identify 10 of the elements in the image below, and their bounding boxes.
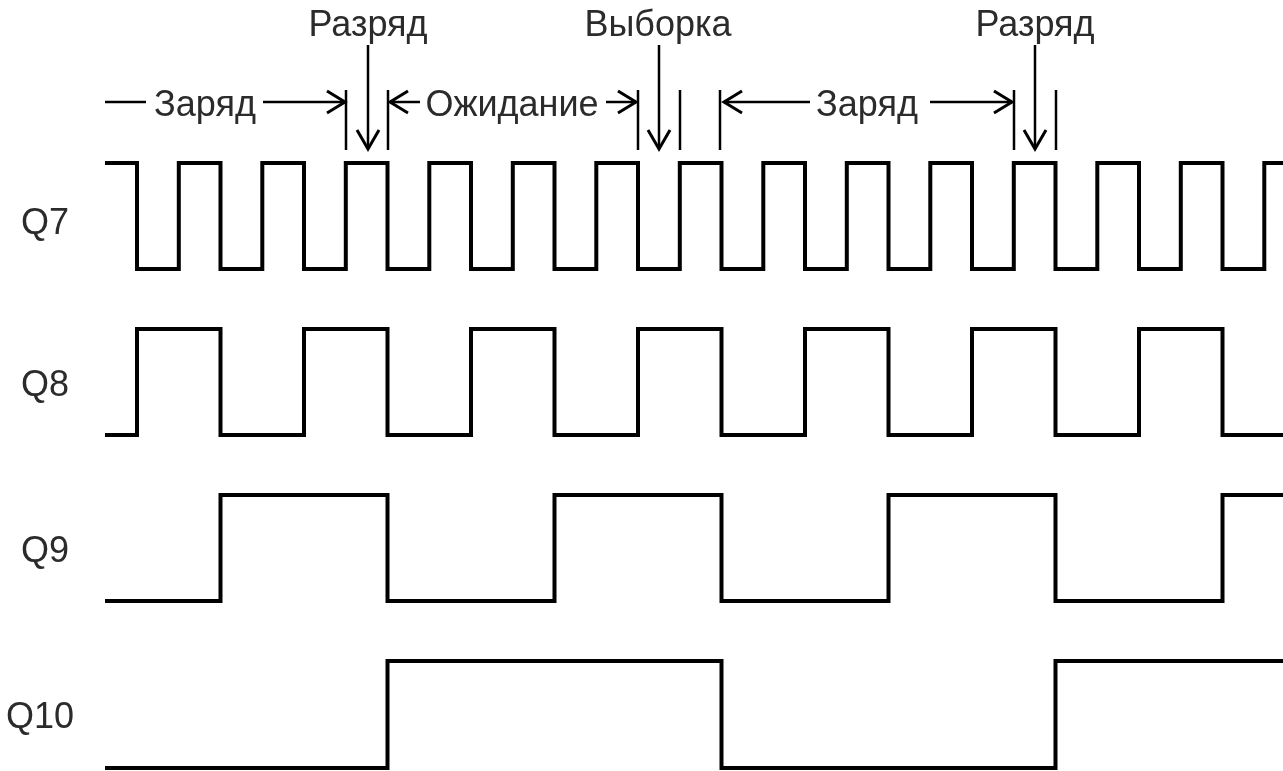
signal-name: Q9 <box>21 532 69 568</box>
phase-label: Заряд <box>816 86 918 122</box>
signal-name: Q7 <box>21 204 69 240</box>
phase-label: Ожидание <box>425 86 599 122</box>
signal-name: Q8 <box>21 366 69 402</box>
signal-name: Q10 <box>6 698 74 734</box>
phase-label: Разряд <box>975 6 1095 42</box>
phase-label: Заряд <box>154 86 256 122</box>
phase-label: Выборка <box>584 6 732 42</box>
phase-label: Разряд <box>308 6 428 42</box>
